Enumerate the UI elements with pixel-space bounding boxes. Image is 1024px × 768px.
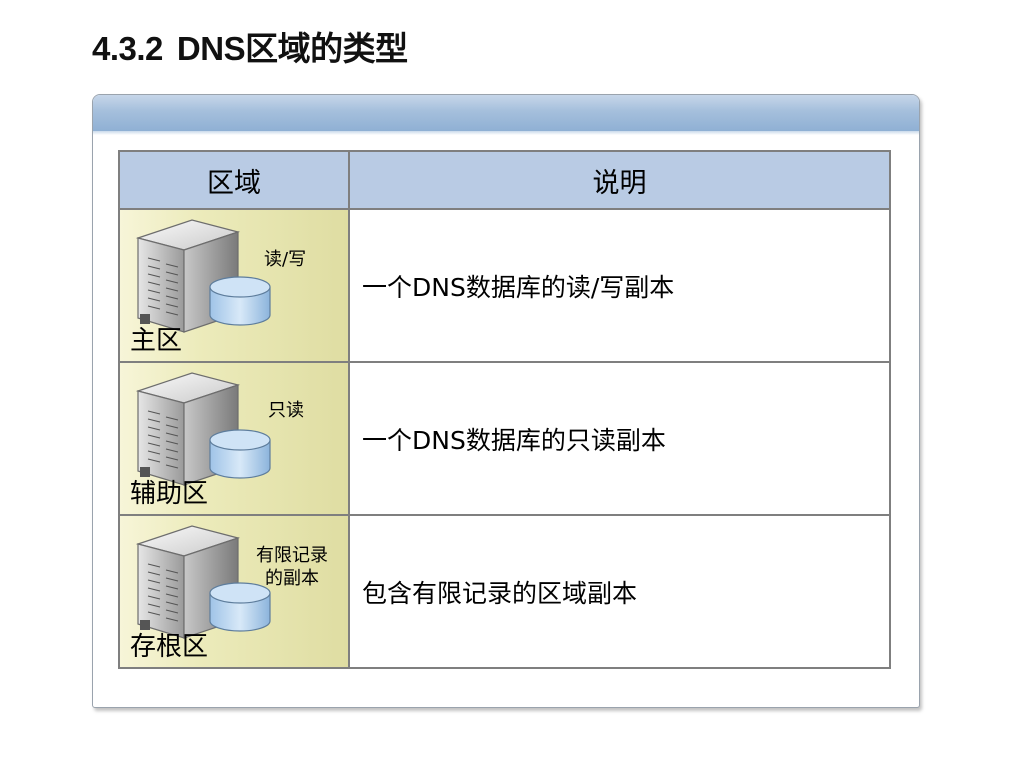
zone-name-primary: 主区	[130, 326, 183, 356]
description-cell: 一个DNS数据库的读/写副本	[348, 208, 891, 363]
panel-header-bar	[93, 95, 919, 135]
database-icon	[209, 276, 271, 326]
zone-types-table: 区域 说明	[118, 150, 891, 669]
table-row: 有限记录 的副本 存根区 包含有限记录的区域副本	[118, 514, 891, 669]
header-zone: 区域	[118, 150, 350, 210]
table-row: 只读 辅助区 一个DNS数据库的只读副本	[118, 361, 891, 516]
table-row: 读/写 主区 一个DNS数据库的读/写副本	[118, 208, 891, 363]
zone-cell-stub: 有限记录 的副本 存根区	[118, 514, 350, 669]
zone-cell-secondary: 只读 辅助区	[118, 361, 350, 516]
description-cell: 包含有限记录的区域副本	[348, 514, 891, 669]
server-icon	[135, 372, 271, 486]
zone-description: 包含有限记录的区域副本	[362, 578, 638, 608]
zone-name-secondary: 辅助区	[130, 479, 209, 509]
access-label-line: 读/写	[264, 249, 307, 270]
description-cell: 一个DNS数据库的只读副本	[348, 361, 891, 516]
database-icon	[209, 429, 271, 479]
slide-title-text: DNS区域的类型	[176, 30, 408, 67]
table-header-row: 区域 说明	[118, 150, 891, 210]
zone-description: 一个DNS数据库的只读副本	[362, 425, 666, 455]
server-icon	[135, 525, 271, 639]
zone-cell-primary: 读/写 主区	[118, 208, 350, 363]
zone-name-stub: 存根区	[130, 632, 209, 662]
access-label: 只读	[268, 399, 304, 422]
access-label-line: 只读	[268, 400, 304, 421]
database-icon	[209, 582, 271, 632]
zone-description: 一个DNS数据库的读/写副本	[362, 272, 675, 302]
slide-title-number: 4.3.2	[92, 30, 163, 67]
slide-title: 4.3.2 DNS区域的类型	[92, 22, 408, 70]
access-label-line: 有限记录	[256, 545, 328, 566]
header-description: 说明	[348, 150, 891, 210]
server-icon	[135, 219, 271, 333]
access-label: 读/写	[264, 248, 306, 271]
access-label-line: 的副本	[265, 568, 319, 589]
access-label: 有限记录 的副本	[256, 544, 328, 590]
